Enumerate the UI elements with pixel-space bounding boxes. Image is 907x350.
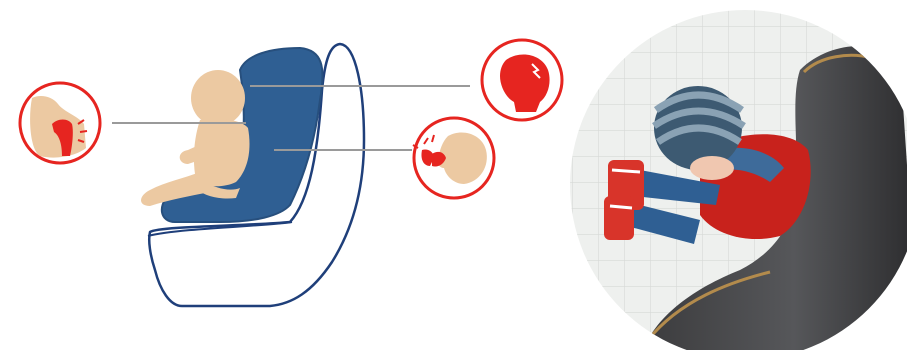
neck-injury-icon (413, 118, 494, 198)
shoulder-injury-icon (20, 83, 100, 163)
head-injury-icon (482, 40, 562, 120)
child-seat-photo (560, 0, 907, 350)
